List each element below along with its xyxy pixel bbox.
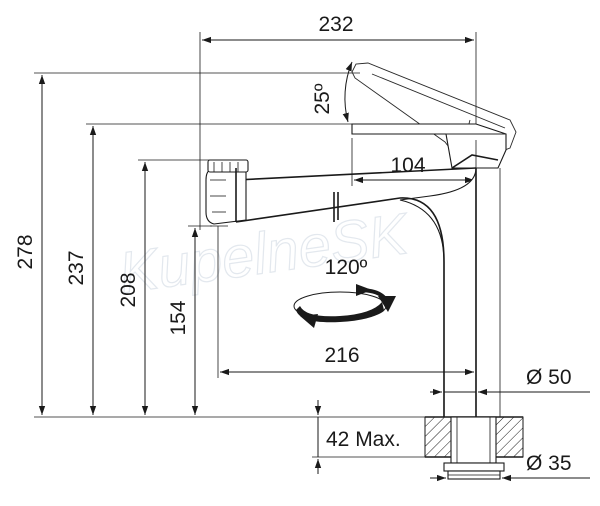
dim-label-35: Ø 35: [526, 452, 572, 475]
dim-label-237: 237: [65, 250, 88, 285]
dim-label-120-degrees: 120º: [325, 256, 368, 279]
spout: [235, 167, 477, 263]
dim-label-50: Ø 50: [526, 366, 572, 389]
dim-label-104: 104: [390, 154, 425, 177]
angle-arc-25: [342, 61, 353, 123]
thread-shank: [443, 416, 505, 480]
spray-head: [205, 159, 249, 227]
lever-closed: [351, 123, 507, 169]
dim-label-278: 278: [14, 234, 37, 269]
dim-label-42-max: 42 Max.: [326, 428, 401, 451]
dim-label-232: 232: [318, 13, 353, 36]
faucet-body: [399, 167, 501, 418]
dim-label-154: 154: [167, 300, 190, 335]
dim-label-25-degrees: 25º: [311, 83, 334, 114]
dim-label-208: 208: [117, 272, 140, 307]
rotation-arrow-icon: [293, 284, 396, 328]
dim-label-216: 216: [324, 344, 359, 367]
